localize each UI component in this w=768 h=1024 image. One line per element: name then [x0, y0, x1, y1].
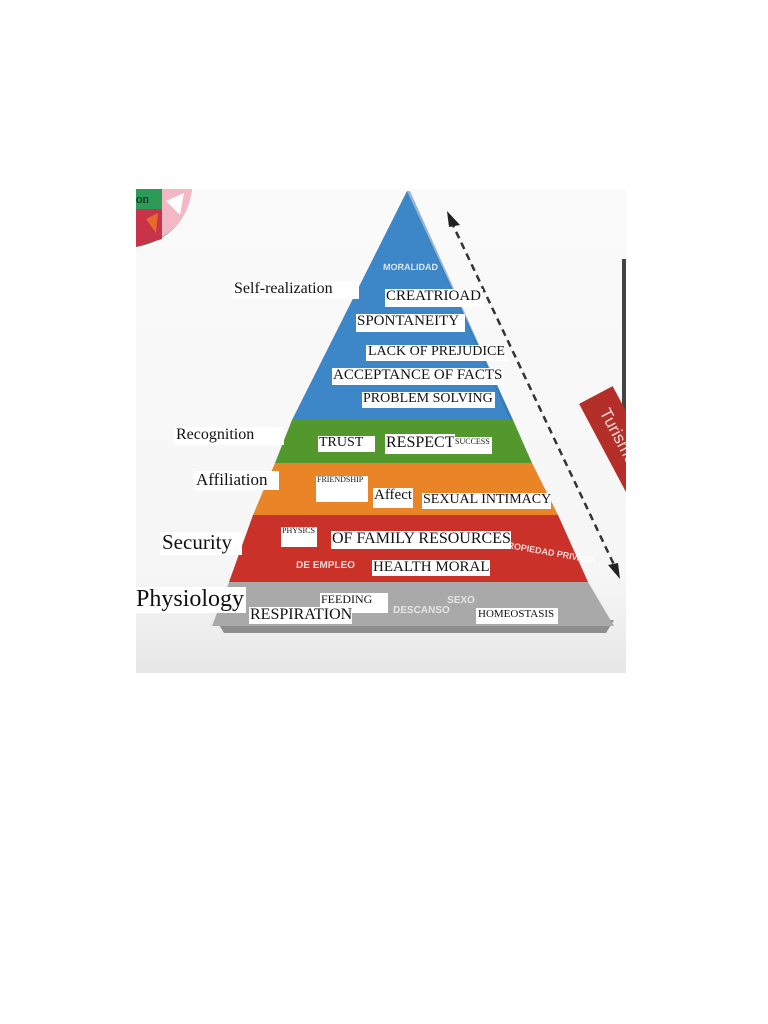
label-health-moral: HEALTH MORAL: [372, 559, 490, 576]
level-name-physiology: Physiology: [136, 586, 247, 613]
label-creatrioad: CREATRIOAD: [385, 289, 484, 307]
label-respiration: RESPIRATION: [249, 606, 353, 624]
label-acceptance-of-facts: ACCEPTANCE OF FACTS: [332, 367, 505, 385]
label-physics: PHYSICS: [281, 527, 317, 547]
level-name-security: Security: [160, 532, 242, 555]
label-friendship: FRIENDSHIP: [316, 476, 369, 502]
level-name-self-realization: Self-realization: [232, 281, 359, 299]
dashed-arrow: [449, 220, 618, 570]
label-respect: RESPECT: [385, 434, 456, 454]
logo-mark: [136, 189, 192, 247]
overlay-sexo: SEXO: [446, 595, 476, 606]
overlay-descanso: DESCANSO: [392, 605, 451, 616]
label-affect: Affect: [373, 488, 414, 508]
arrow-head-top: [447, 211, 460, 227]
arrow-head-bottom: [608, 563, 620, 579]
label-of-family-resources: OF FAMILY RESOURCES: [331, 530, 511, 549]
level-name-affiliation: Affiliation: [194, 471, 280, 490]
label-success: SUCCESS: [454, 437, 492, 454]
label-sexual-intimacy: SEXUAL INTIMACY: [422, 492, 552, 509]
label-problem-solving: PROBLEM SOLVING: [362, 391, 495, 408]
level-name-recognition: Recognition: [174, 427, 285, 445]
label-trust: TRUST: [318, 436, 376, 452]
label-homeostasis: HOMEOSTASIS: [476, 608, 559, 624]
overlay-de-empleo: DE EMPLEO: [295, 560, 356, 571]
label-spontaneity: SPONTANEITY: [356, 314, 466, 332]
overlay-moralidad: MORALIDAD: [382, 262, 439, 272]
label-lack-of-prejudice: LACK OF PREJUDICE: [366, 344, 507, 361]
logo-text: on: [136, 191, 149, 206]
